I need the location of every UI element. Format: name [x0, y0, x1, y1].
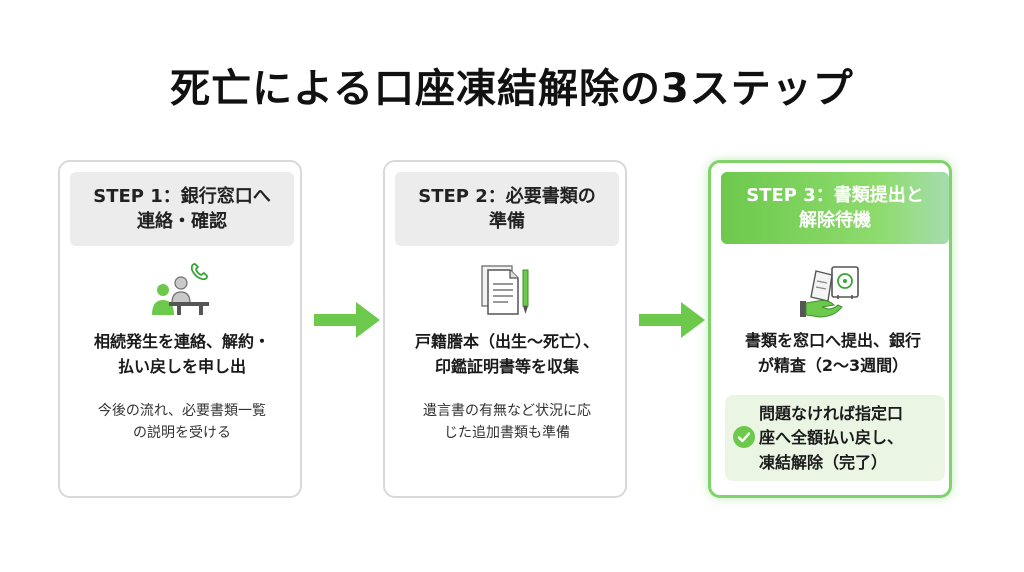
step-2-sub-line-1: 遺言書の有無など状況に応	[423, 403, 591, 419]
step-1-header: STEP 1：銀行窓口へ 連絡・確認	[70, 172, 294, 246]
arrow-right-icon	[639, 302, 705, 338]
hand-document-safe-icon	[800, 266, 859, 318]
completion-line-2: 座へ全額払い戻し、	[759, 428, 904, 448]
step-2-sub-line-2: じた追加書類も準備	[444, 425, 570, 442]
step-3-header-line-2: 解除待機	[799, 210, 871, 231]
step-2-sub-text: 遺言書の有無など状況に応 じた追加書類も準備	[393, 400, 621, 445]
step-2-main-line-2: 印鑑証明書等を収集	[434, 356, 579, 376]
step-2-header-line-1: STEP 2：必要書類の	[418, 185, 596, 207]
step-2-card: STEP 2：必要書類の 準備 戸籍謄本（出生～死亡）、 印鑑証明書等を収集 遺…	[383, 160, 627, 498]
arrow-right-icon	[314, 302, 380, 338]
step-1-sub-line-1: 今後の流れ、必要書類一覧	[97, 403, 267, 419]
completion-line-1: 問題なければ指定口	[759, 404, 904, 423]
step-3-main-text: 書類を窓口へ提出、銀行 が精査（2～3週間）	[719, 329, 947, 379]
step-3-main-line-1: 書類を窓口へ提出、銀行	[744, 331, 921, 350]
step-1-card: STEP 1：銀行窓口へ 連絡・確認 相続発生を連絡、解約・ 払い戻しを申し出 …	[58, 160, 302, 498]
step-3-card: STEP 3：書類提出と 解除待機 書類を窓口へ提出、銀行 が精査（2～3週間）…	[708, 160, 952, 498]
step-1-sub-text: 今後の流れ、必要書類一覧 の説明を受ける	[68, 400, 296, 445]
step-1-header-line-2: 連絡・確認	[137, 211, 227, 232]
step-2-main-text: 戸籍謄本（出生～死亡）、 印鑑証明書等を収集	[393, 330, 621, 380]
check-circle-icon	[733, 426, 755, 448]
step-1-main-line-2: 払い戻しを申し出	[117, 356, 246, 376]
completion-line-3: 凍結解除（完了）	[759, 452, 888, 472]
step-2-header-line-2: 準備	[489, 211, 525, 232]
step-3-header-line-1: STEP 3：書類提出と	[746, 184, 924, 206]
step-1-header-line-1: STEP 1：銀行窓口へ	[93, 185, 271, 207]
step-3-main-line-2: が精査（2～3週間）	[757, 355, 909, 375]
step-3-header: STEP 3：書類提出と 解除待機	[721, 172, 949, 244]
step-2-main-line-1: 戸籍謄本（出生～死亡）、	[414, 332, 599, 351]
step-1-main-text: 相続発生を連絡、解約・ 払い戻しを申し出	[68, 330, 296, 380]
documents-pen-icon	[481, 265, 529, 315]
step-1-main-line-1: 相続発生を連絡、解約・	[93, 332, 270, 351]
step-2-header: STEP 2：必要書類の 準備	[395, 172, 619, 246]
completion-box: 問題なければ指定口 座へ全額払い戻し、 凍結解除（完了）	[725, 395, 945, 481]
completion-text: 問題なければ指定口 座へ全額払い戻し、 凍結解除（完了）	[759, 402, 939, 475]
step-1-sub-line-2: の説明を受ける	[133, 425, 231, 442]
diagram-title: 死亡による口座凍結解除の3ステップ	[170, 66, 854, 112]
person-at-counter-phone-icon	[152, 263, 209, 315]
